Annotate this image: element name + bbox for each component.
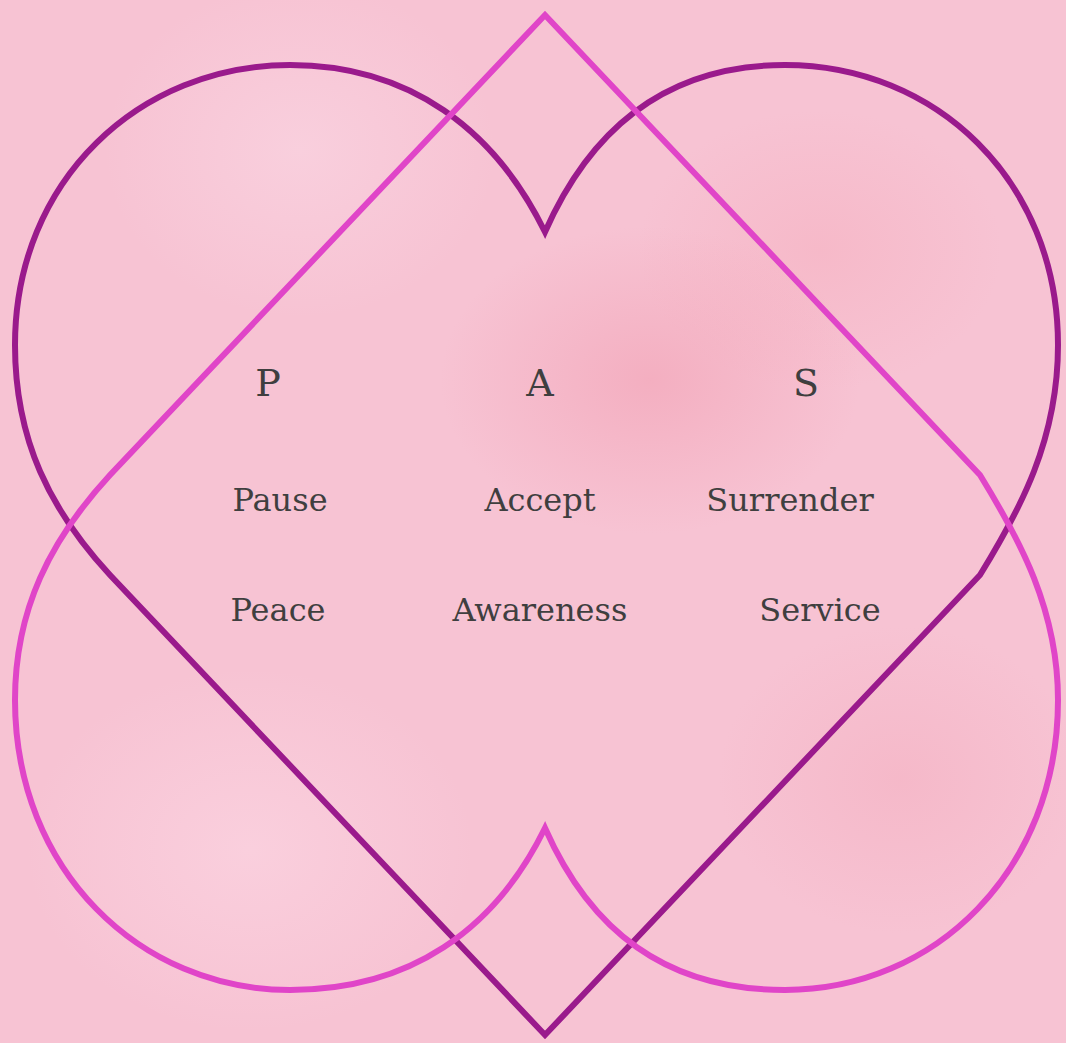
acronym-word: Service	[759, 591, 880, 629]
acronym-word: Accept	[484, 481, 595, 519]
inverted-heart	[15, 15, 1058, 990]
acronym-word: Pause	[232, 481, 327, 519]
acronym-word: Awareness	[453, 591, 628, 629]
acronym-word: Surrender	[706, 481, 873, 519]
acronym-letter: P	[255, 361, 281, 405]
acronym-letter: A	[526, 361, 553, 405]
upright-heart	[15, 65, 1058, 1035]
acronym-letter: S	[793, 361, 819, 405]
acronym-word: Peace	[231, 591, 326, 629]
